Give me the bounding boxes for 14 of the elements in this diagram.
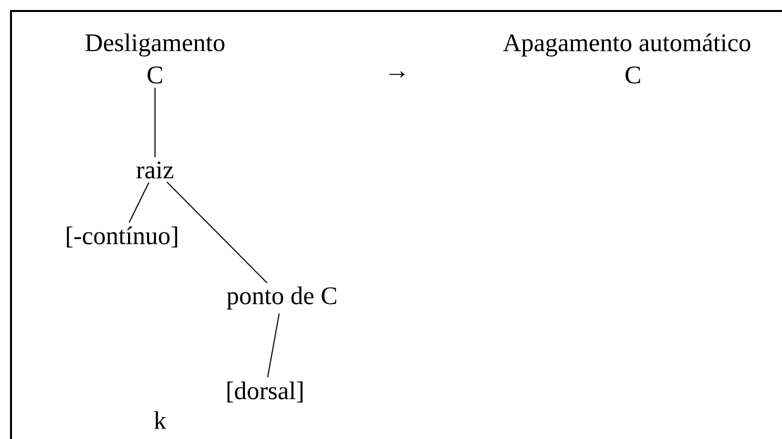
label: C [626,66,640,84]
heading: Desligamento [85,34,224,56]
label: k [154,411,166,429]
tree-node-label: C [148,66,162,84]
tree-node-label: raiz [136,162,174,178]
arrow-symbol: → [390,71,404,78]
tree-branch [166,182,268,284]
tree-node-label: ponto de C [226,286,336,310]
tree-node-label: [-contínuo] [66,226,178,248]
tree-branch [154,88,156,158]
tree-branch [267,314,280,378]
tree-node-label: [dorsal] [228,382,302,402]
heading: Apagamento automático [503,33,750,57]
tree-branch [128,182,150,223]
